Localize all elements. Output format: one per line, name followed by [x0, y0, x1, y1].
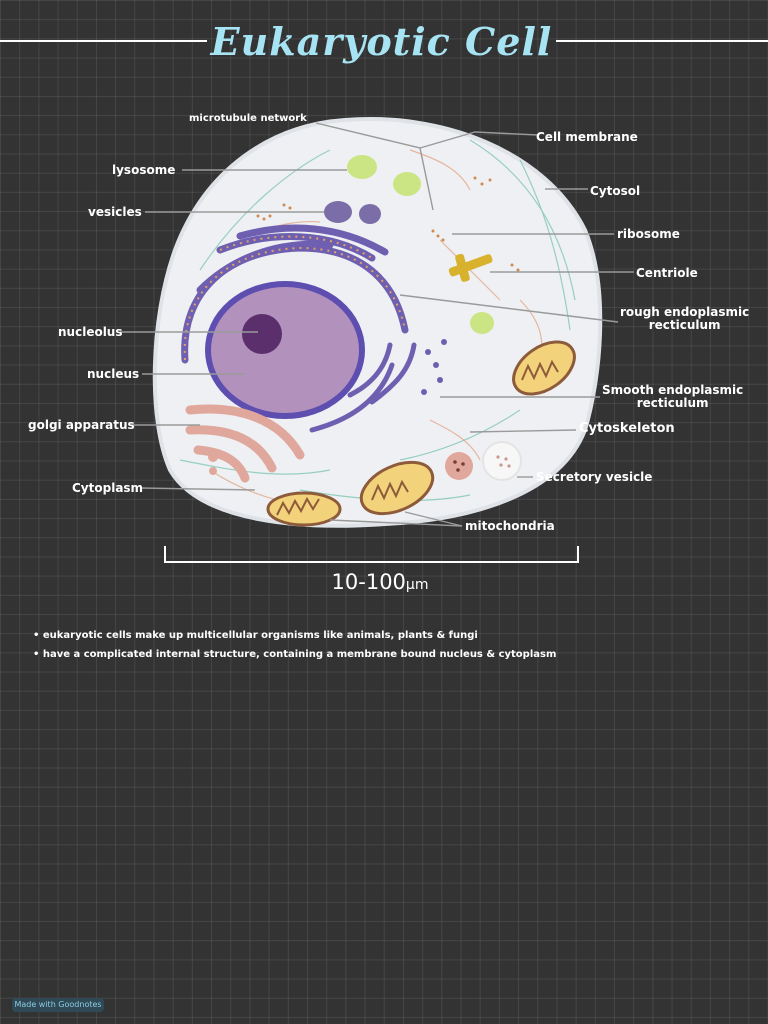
vesicle-2: [359, 204, 381, 224]
leader-lines: [120, 122, 634, 527]
label-cell-membrane: Cell membrane: [536, 130, 638, 144]
rough-er-ribosomes: [183, 235, 406, 361]
title-rule-right: [556, 40, 768, 42]
label-lysosome: lysosome: [112, 163, 176, 177]
scale-bracket: [164, 546, 579, 563]
scale-unit: μm: [405, 577, 429, 593]
lysosome-3: [470, 312, 494, 334]
golgi-stack: [185, 404, 305, 483]
label-nucleolus: nucleolus: [58, 325, 123, 339]
label-rough-er: rough endoplasmic recticulum: [620, 306, 749, 332]
label-smooth-er-line1: Smooth endoplasmic: [602, 383, 744, 397]
note-item: • eukaryotic cells make up multicellular…: [33, 630, 478, 641]
title-row: Eukaryotic Cell: [0, 14, 768, 70]
lysosome-2: [393, 172, 421, 196]
label-cytoskeleton: Cytoskeleton: [579, 421, 675, 436]
vesicle-1: [324, 201, 352, 223]
label-rough-er-line1: rough endoplasmic: [620, 305, 750, 319]
lysosome-1: [347, 155, 377, 179]
centriole-shape: [448, 253, 493, 282]
label-nucleus: nucleus: [87, 367, 140, 381]
scale-value: 10-100: [331, 570, 406, 594]
ribosome-dots: [256, 176, 520, 272]
label-mitochondria: mitochondria: [465, 519, 555, 533]
notes-list: • eukaryotic cells make up multicellular…: [33, 630, 733, 668]
label-rough-er-line2: recticulum: [648, 318, 721, 332]
label-smooth-er-line2: recticulum: [636, 396, 709, 410]
golgi-vesicle-1: [208, 452, 218, 462]
label-golgi: golgi apparatus: [28, 418, 135, 432]
label-ribosome: ribosome: [617, 227, 680, 241]
page-title: Eukaryotic Cell: [210, 19, 553, 64]
granule-vesicle: [445, 452, 473, 480]
label-cytosol: Cytosol: [590, 184, 641, 198]
label-vesicles: vesicles: [88, 205, 142, 219]
smooth-er-vesicles: [421, 339, 447, 395]
secretory-vesicle-shape: [482, 441, 522, 481]
label-microtubule-network: microtubule network: [189, 113, 307, 124]
scale-label: 10-100μm: [300, 570, 460, 594]
nucleus-envelope: [205, 281, 365, 419]
label-smooth-er: Smooth endoplasmic recticulum: [602, 384, 743, 410]
goodnotes-watermark: Made with Goodnotes: [12, 998, 104, 1012]
mitochondrion-3: [266, 491, 342, 527]
title-rule-left: [0, 40, 207, 42]
nucleolus-shape: [242, 314, 282, 354]
label-centriole: Centriole: [636, 266, 698, 280]
mitochondrion-2: [359, 460, 435, 516]
golgi-vesicle-2: [209, 467, 217, 475]
note-item: • have a complicated internal structure,…: [33, 649, 557, 660]
label-cytoplasm: Cytoplasm: [72, 481, 144, 495]
smooth-er: [309, 342, 417, 433]
mitochondrion-1: [512, 340, 576, 396]
label-secretory-vesicle: Secretory vesicle: [536, 470, 653, 484]
